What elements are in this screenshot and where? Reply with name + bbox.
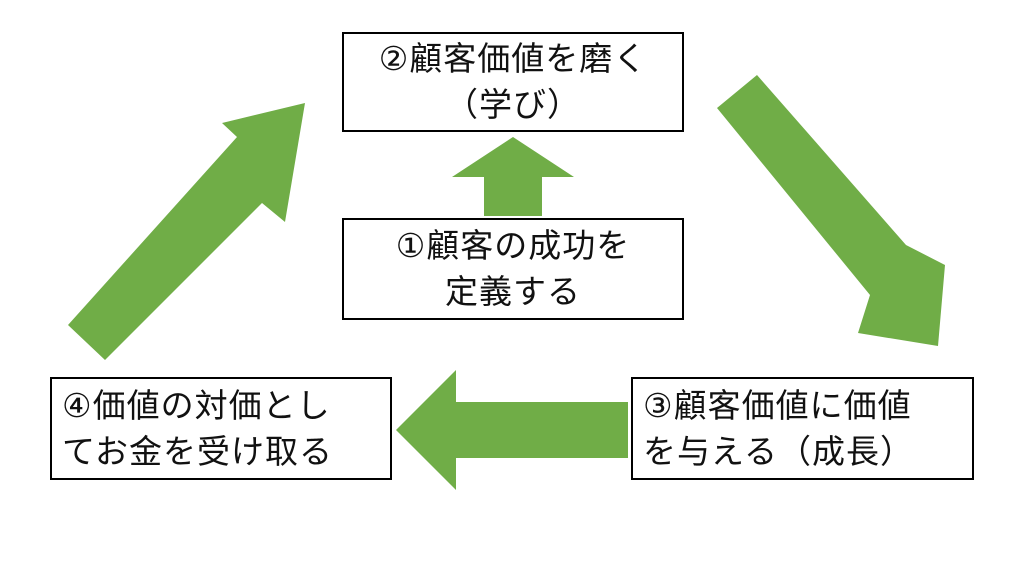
arrow-up-define-to-learn: [452, 137, 574, 216]
step-money-line1: ④価値の対価とし: [62, 385, 331, 425]
step-define-line1: ①顧客の成功を: [395, 226, 631, 265]
step-money-line2: てお金を受け取る: [62, 431, 334, 471]
step-define-box: ①顧客の成功を 定義する: [342, 218, 684, 320]
step-growth-box: ③顧客価値に価値 を与える（成長）: [631, 377, 974, 480]
arrow-diagonal-learn-to-growth: [717, 75, 945, 346]
step-money-box: ④価値の対価とし てお金を受け取る: [50, 377, 392, 480]
arrow-left-growth-to-money: [396, 370, 628, 490]
step-learn-line2: （学び）: [445, 85, 581, 124]
step-define-line2: 定義する: [445, 272, 581, 311]
arrow-diagonal-money-to-learn: [68, 103, 305, 360]
step-learn-box: ②顧客価値を磨く （学び）: [342, 32, 684, 132]
step-growth-line2: を与える（成長）: [643, 431, 915, 471]
step-learn-line1: ②顧客価値を磨く: [378, 39, 648, 78]
step-growth-line1: ③顧客価値に価値: [643, 385, 912, 425]
